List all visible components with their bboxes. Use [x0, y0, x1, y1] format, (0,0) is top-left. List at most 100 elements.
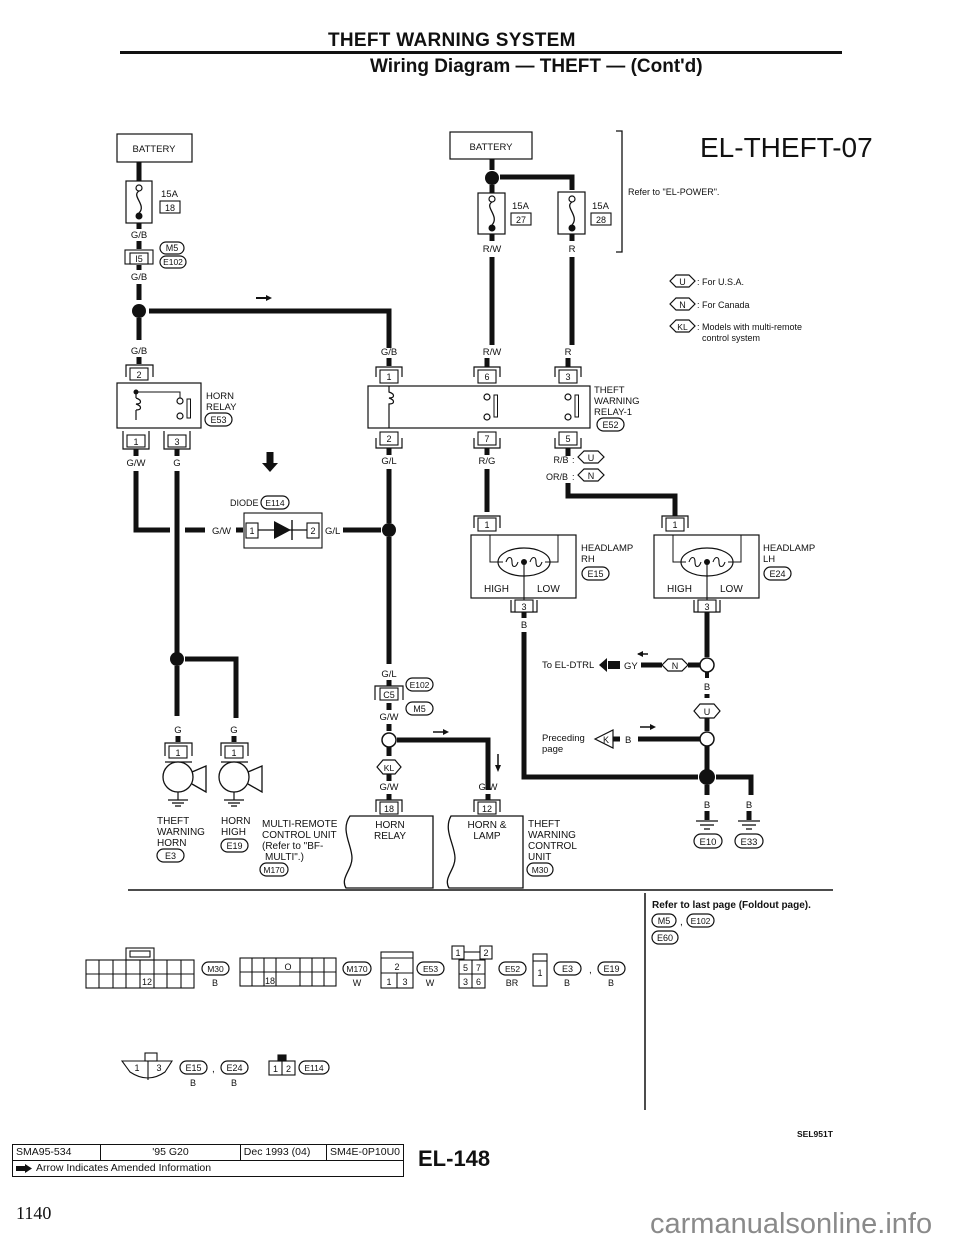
conn-e24: E24	[763, 566, 792, 581]
variant-u-tag: U	[577, 450, 605, 464]
legend-u: U : For U.S.A.	[669, 274, 744, 288]
diagram-label: E24	[769, 569, 785, 579]
conn-e102-top: E102	[159, 255, 187, 269]
diagram-label: M30	[532, 865, 549, 875]
diagram-label: M170	[263, 865, 285, 875]
diagram-label: G	[230, 725, 237, 736]
diagram-label: 15A	[592, 201, 610, 212]
diagram-label: N	[588, 471, 595, 481]
diagram-label: RELAY	[206, 402, 237, 413]
diagram-label: E52	[505, 964, 520, 974]
conn-m30: M30	[526, 862, 554, 877]
diagram-label: (Refer to "BF-	[262, 841, 323, 852]
diagram-label: HORN &	[468, 820, 507, 831]
diagram-label: B	[231, 1078, 237, 1088]
diagram-label: G/W	[479, 782, 498, 793]
diagram-label: E53	[423, 964, 438, 974]
diagram-label: 3	[402, 977, 407, 987]
diagram-label: THEFT	[528, 819, 560, 830]
ground-e10	[696, 820, 718, 830]
diagram-label: 1	[133, 437, 138, 447]
conn-e33: E33	[734, 833, 764, 849]
diagram-label: LH	[763, 554, 775, 565]
diagram-label: N	[679, 300, 686, 310]
diagram-label: BATTERY	[133, 144, 177, 155]
diagram-label: 3	[565, 372, 570, 382]
diagram-label: N	[672, 661, 679, 671]
diagram-label: 12	[142, 977, 152, 987]
diagram-label: B	[704, 800, 710, 811]
diagram-label: 18	[165, 203, 175, 213]
diagram-label: HIGH	[667, 584, 692, 595]
diagram-label: 1	[455, 948, 460, 958]
variant-u-tag-2: U	[693, 703, 721, 719]
diagram-label: B	[564, 978, 570, 988]
diagram-label: B	[190, 1078, 196, 1088]
diagram-label: 1	[231, 748, 236, 758]
diagram-label: 1	[134, 1063, 139, 1073]
amended-arrow-icon	[16, 1164, 32, 1173]
diagram-label: CONTROL UNIT	[262, 830, 337, 841]
fuse-28	[557, 191, 586, 235]
horn-high: 1	[218, 742, 263, 807]
connector-view-e53: 2 1 3	[380, 951, 414, 989]
diagram-label: 3	[704, 602, 709, 612]
variant-n-tag: N	[577, 468, 605, 482]
diagram-label: UNIT	[528, 852, 551, 863]
diagram-label: E3	[165, 851, 176, 861]
diagram-label: BR	[506, 978, 519, 988]
diagram-label: E10	[700, 837, 717, 848]
footer-amended-text: Arrow Indicates Amended Information	[36, 1162, 212, 1174]
diagram-label: RH	[581, 554, 595, 565]
diagram-label: 2	[310, 526, 315, 536]
diagram-label: 1	[484, 520, 489, 530]
diagram-label: E102	[163, 257, 183, 267]
conn-m170: M170	[259, 862, 289, 877]
diagram-label: E19	[603, 964, 619, 974]
conn-m5-mid: M5	[405, 701, 434, 716]
diagram-label: E102	[410, 680, 430, 690]
title-rule	[120, 51, 842, 54]
diagram-label: G/L	[381, 456, 396, 467]
diagram-label: HEADLAMP	[763, 543, 815, 554]
theft-warning-horn: 1	[162, 742, 207, 807]
diagram-label: E53	[210, 415, 226, 425]
headlamp-lh: 1 HIGH LOW 3	[653, 515, 760, 613]
connector-k-tag: K	[593, 729, 614, 749]
battery-right: BATTERY	[449, 131, 533, 160]
svg-text::: :	[572, 455, 575, 465]
diagram-label: 2	[286, 1064, 291, 1074]
diagram-label: E52	[602, 420, 618, 430]
headlamp-rh: 1 HIGH LOW 3	[470, 515, 577, 613]
diagram-label: HORN	[375, 820, 404, 831]
diagram-label: M5	[413, 704, 426, 714]
diagram-label: 28	[596, 215, 606, 225]
diagram-label: 27	[516, 215, 526, 225]
svg-text::: :	[572, 472, 575, 482]
diagram-label: R/G	[479, 456, 496, 467]
connector-view-e3: 1	[532, 953, 548, 987]
diagram-label: page	[542, 744, 563, 755]
diagram-label: 6	[476, 977, 481, 987]
diagram-label: R/B	[553, 455, 568, 465]
diagram-label: THEFT	[157, 816, 189, 827]
diagram-label: 6	[484, 372, 489, 382]
conn-e19: E19	[220, 838, 249, 853]
diagram-label: ,	[680, 917, 683, 928]
conn-e52: E52	[596, 417, 625, 432]
diagram-label: To EL-DTRL	[542, 660, 594, 671]
diagram-label: B	[212, 978, 218, 988]
diagram-label: K	[603, 735, 609, 745]
connector-view-e15: 1 3	[120, 1052, 174, 1080]
legend-n: N : For Canada	[669, 297, 750, 311]
diagram-label: 1	[537, 968, 542, 978]
diagram-label: HEADLAMP	[581, 543, 633, 554]
fuse-27	[477, 192, 506, 235]
diagram-label: LOW	[720, 584, 743, 595]
diagram-label: E15	[185, 1063, 201, 1073]
diagram-label: 3	[174, 437, 179, 447]
diode-e114: DIODE E114 1 2	[230, 495, 323, 549]
diagram-label: WARNING	[157, 827, 205, 838]
diagram-label: 2	[483, 948, 488, 958]
diagram-label: 1	[386, 977, 391, 987]
